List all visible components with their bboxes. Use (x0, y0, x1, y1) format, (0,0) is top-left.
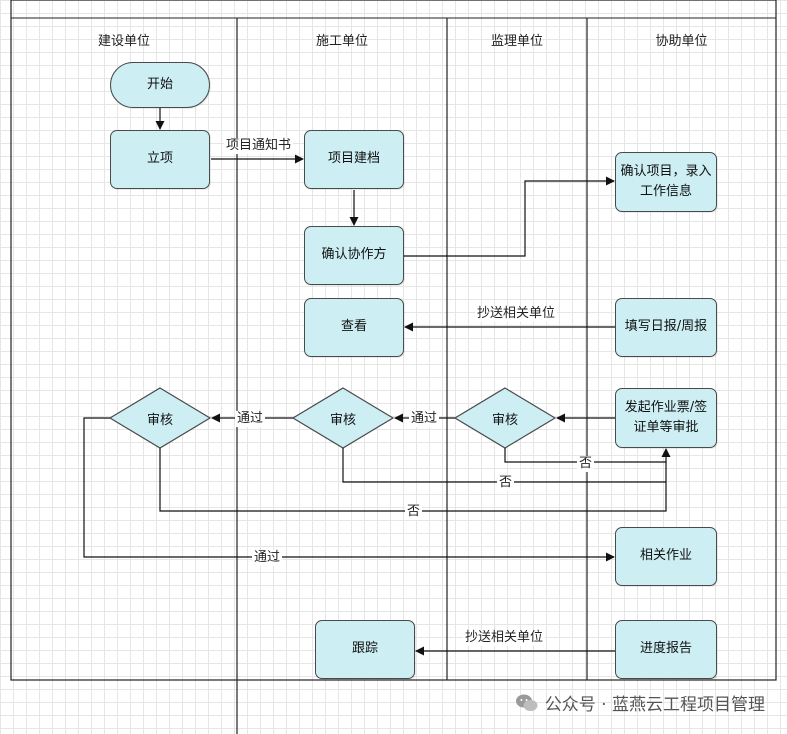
lane-header-supervisor: 监理单位 (490, 34, 543, 49)
wechat-icon (515, 694, 538, 711)
jindu-node[interactable]: 进度报告 (615, 620, 717, 679)
review-contractor-label: 审核 (329, 413, 356, 428)
lane-header-contractor: 施工单位 (315, 34, 368, 49)
tianxie-node[interactable]: 填写日报/周报 (615, 298, 717, 357)
watermark: 公众号 · 蓝燕云工程项目管理 (515, 690, 765, 715)
watermark-text: 公众号 · 蓝燕云工程项目管理 (544, 695, 765, 715)
edge-label-cc1: 抄送相关单位 (475, 306, 558, 322)
edge-label-pass-contractor: 通过 (235, 411, 266, 427)
queren-luru-node[interactable]: 确认项目，录入工作信息 (615, 152, 717, 212)
edge-label-pass-owner: 通过 (252, 550, 283, 566)
edge-label-no-owner: 否 (405, 504, 423, 520)
diagram-frame (10, 0, 777, 681)
review-supervisor-label: 审核 (491, 413, 518, 428)
edge-queren-to-luru (404, 176, 615, 257)
lane-header-owner: 建设单位 (97, 34, 150, 49)
queren-xiezuo-node[interactable]: 确认协作方 (304, 226, 404, 285)
chakan-node[interactable]: 查看 (304, 298, 404, 357)
lixiang-node[interactable]: 立项 (110, 130, 210, 189)
genzong-node[interactable]: 跟踪 (315, 620, 415, 679)
edge-owner-pass (83, 417, 615, 562)
xiangguan-node[interactable]: 相关作业 (615, 527, 717, 586)
edge-label-cc2: 抄送相关单位 (463, 630, 546, 646)
start-node[interactable]: 开始 (110, 62, 210, 108)
faqi-node[interactable]: 发起作业票/签证单等审批 (615, 388, 717, 448)
edge-label-no-contractor: 否 (497, 475, 515, 491)
review-owner-label: 审核 (146, 413, 173, 428)
edge-label-no-supervisor: 否 (577, 456, 595, 472)
edge-label-pass-supervisor: 通过 (409, 411, 440, 427)
jiandang-node[interactable]: 项目建档 (304, 130, 404, 189)
edge-label-notice: 项目通知书 (224, 138, 294, 154)
lane-header-assistant: 协助单位 (655, 34, 708, 49)
